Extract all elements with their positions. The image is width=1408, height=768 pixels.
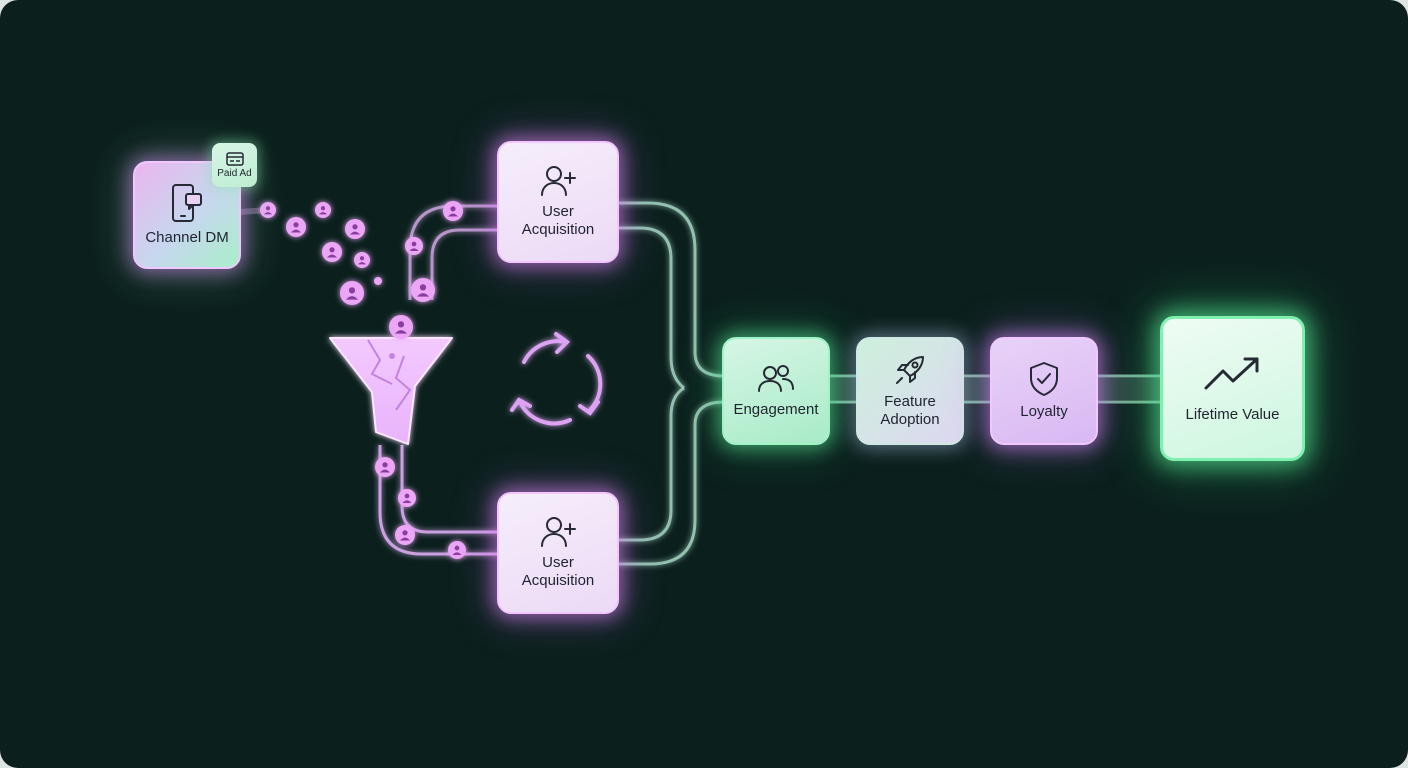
- user-acquisition-top-node[interactable]: User Acquisition: [497, 141, 619, 263]
- broken-funnel-icon: [329, 337, 453, 445]
- user-dot-icon: [315, 202, 331, 218]
- rocket-icon: [896, 356, 924, 384]
- loyalty-node[interactable]: Loyalty: [990, 337, 1098, 445]
- acquisition-bottom-line2: Acquisition: [521, 572, 595, 589]
- user-dot-icon: [374, 277, 382, 285]
- user-dot-icon: [340, 281, 364, 305]
- acquisition-top-line2: Acquisition: [521, 221, 595, 238]
- user-dot-icon: [448, 541, 466, 559]
- paid-ad-badge[interactable]: Paid Ad: [212, 143, 257, 187]
- smartphone-chat-icon: [172, 184, 202, 222]
- user-dots: [260, 201, 466, 559]
- user-dot-icon: [411, 278, 435, 302]
- shield-check-icon: [1030, 362, 1058, 396]
- user-dot-icon: [345, 219, 365, 239]
- feature-adoption-line1: Feature: [884, 393, 936, 410]
- user-dot-icon: [354, 252, 370, 268]
- user-acquisition-bottom-node[interactable]: User Acquisition: [497, 492, 619, 614]
- user-dot-icon: [395, 525, 415, 545]
- lifetime-value-label: Lifetime Value: [1185, 405, 1280, 423]
- paid-ad-label: Paid Ad: [217, 167, 252, 179]
- loyalty-label: Loyalty: [1020, 403, 1068, 420]
- refresh-cycle-icon: [510, 332, 603, 426]
- user-dot-icon: [443, 201, 463, 221]
- rail-fill-3: [1098, 378, 1162, 400]
- channel-dm-node[interactable]: Channel DM: [133, 161, 241, 269]
- engagement-label: Engagement: [733, 401, 819, 418]
- user-dot-icon: [389, 315, 413, 339]
- user-dot-icon: [286, 217, 306, 237]
- pipe-bottom-left: [378, 445, 500, 556]
- trend-up-icon: [1204, 357, 1258, 389]
- rail-fill-1: [830, 378, 858, 400]
- user-dot-icon: [398, 489, 416, 507]
- user-plus-icon: [541, 517, 576, 547]
- user-dot-icon: [322, 242, 342, 262]
- pipe-top-right: [618, 201, 725, 390]
- feature-adoption-node[interactable]: Feature Adoption: [856, 337, 964, 445]
- channel-dm-label: Channel DM: [145, 229, 229, 246]
- user-dot-icon: [405, 237, 423, 255]
- user-dot-icon: [375, 457, 395, 477]
- acquisition-bottom-line1: User: [542, 554, 574, 571]
- ad-card-icon: [225, 151, 244, 166]
- rail-fill-2: [964, 378, 992, 400]
- rail-connectors: [830, 374, 1162, 404]
- feature-adoption-line2: Adoption: [880, 411, 940, 428]
- lifetime-value-node[interactable]: Lifetime Value: [1160, 316, 1305, 461]
- acquisition-top-line1: User: [542, 203, 574, 220]
- pipe-bottom-right: [618, 386, 725, 566]
- user-dot-icon: [260, 202, 276, 218]
- engagement-node[interactable]: Engagement: [722, 337, 830, 445]
- user-plus-icon: [541, 166, 576, 196]
- users-icon: [758, 365, 794, 392]
